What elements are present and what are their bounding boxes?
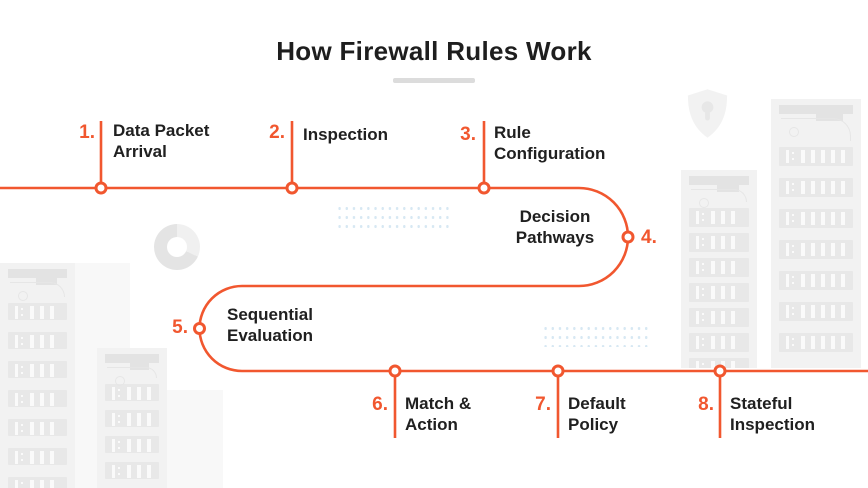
- step-1-node: [94, 181, 108, 195]
- server-unit: [689, 283, 749, 302]
- server-unit: [8, 361, 67, 378]
- server-unit: [779, 333, 853, 352]
- step-4-label: Decision Pathways: [515, 207, 595, 247]
- step-2-label: Inspection: [303, 125, 389, 144]
- step-6-label: Match & Action: [405, 394, 472, 434]
- server-unit: [8, 332, 67, 349]
- step-8-node: [713, 364, 727, 378]
- server-unit: [8, 419, 67, 436]
- step-7-label: Default Policy: [568, 394, 626, 434]
- server-unit: [105, 410, 159, 427]
- server-rack-illustration: [681, 170, 757, 368]
- server-unit: [689, 258, 749, 277]
- step-6-number: 6.: [372, 394, 388, 415]
- server-rack-illustration: [97, 348, 167, 488]
- step-3-label: Rule Configuration: [494, 123, 606, 163]
- server-unit: [105, 462, 159, 479]
- server-unit: [8, 477, 67, 488]
- server-rack-illustration: [771, 99, 861, 368]
- server-unit: [779, 209, 853, 228]
- step-5-label: Sequential Evaluation: [227, 305, 313, 345]
- server-unit: [8, 303, 67, 320]
- step-3-number: 3.: [460, 124, 476, 145]
- step-2-number: 2.: [269, 122, 285, 143]
- server-unit: [8, 448, 67, 465]
- step-6-node: [388, 364, 402, 378]
- server-unit: [105, 384, 159, 401]
- server-unit: [8, 390, 67, 407]
- step-7-node: [551, 364, 565, 378]
- dot-grid-pattern: [542, 324, 651, 347]
- page-title: How Firewall Rules Work: [276, 36, 592, 66]
- step-1-number: 1.: [79, 122, 95, 143]
- step-7-number: 7.: [535, 394, 551, 415]
- server-unit: [105, 436, 159, 453]
- server-unit: [779, 271, 853, 290]
- flow-path: [0, 186, 868, 373]
- donut-chart-shape: [154, 224, 200, 270]
- step-4-number: 4.: [641, 227, 657, 248]
- title-underline: [393, 78, 475, 83]
- server-unit: [689, 358, 749, 368]
- server-rack-illustration: [0, 263, 75, 488]
- server-unit: [779, 302, 853, 321]
- shield-icon: [687, 89, 728, 138]
- step-4-node: [621, 230, 635, 244]
- server-unit: [779, 147, 853, 166]
- server-unit: [689, 233, 749, 252]
- server-unit: [779, 240, 853, 259]
- step-8-label: Stateful Inspection: [730, 394, 816, 434]
- rack-header: [779, 105, 853, 121]
- step-3-node: [477, 181, 491, 195]
- step-1-label: Data Packet Arrival: [113, 121, 210, 161]
- server-unit: [689, 333, 749, 352]
- rack-header: [8, 269, 67, 285]
- step-8-number: 8.: [698, 394, 714, 415]
- background-panel: [167, 390, 223, 488]
- server-unit: [689, 208, 749, 227]
- rack-header: [689, 176, 749, 192]
- dot-grid-pattern: [336, 204, 452, 229]
- step-5-number: 5.: [172, 317, 188, 338]
- step-2-node: [285, 181, 299, 195]
- server-unit: [689, 308, 749, 327]
- server-unit: [779, 178, 853, 197]
- step-5-node: [193, 322, 206, 335]
